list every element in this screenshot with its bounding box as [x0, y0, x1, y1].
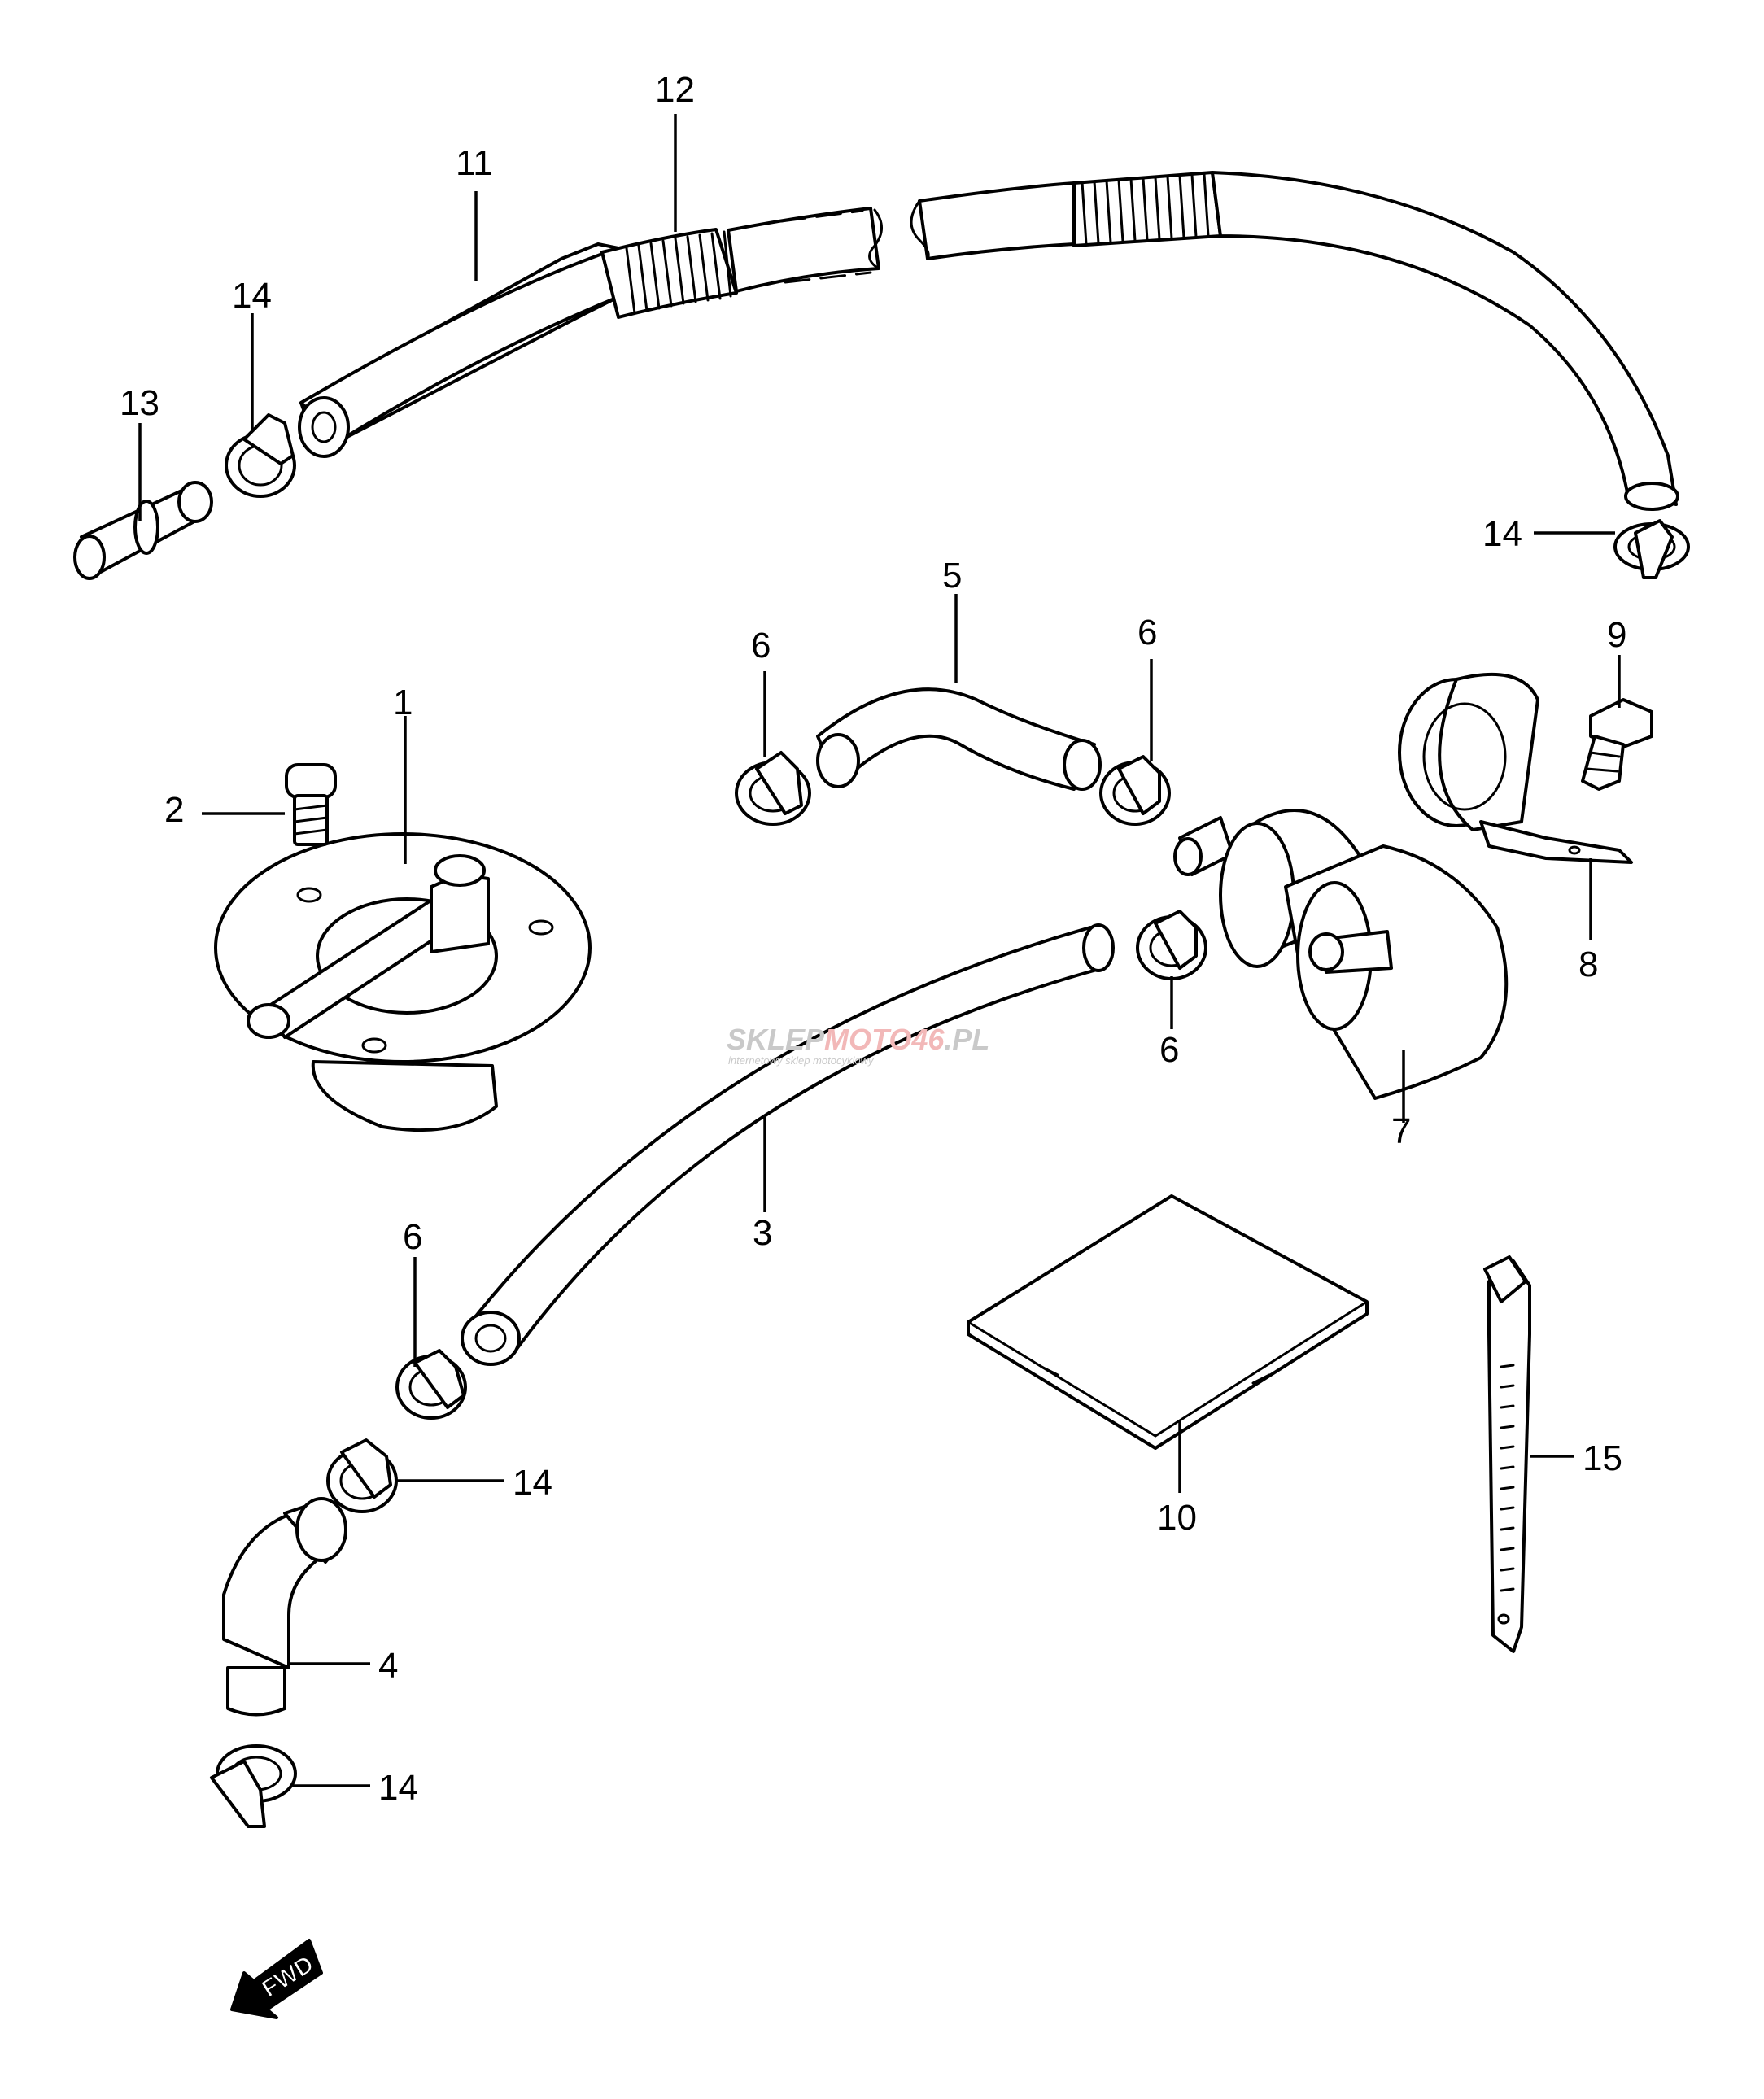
- elbow-hose-4: [222, 1497, 347, 1717]
- cable-tie-15: [1483, 1255, 1531, 1653]
- label-part-6-a: 6: [751, 626, 771, 665]
- hose-11-right: [910, 171, 1679, 511]
- hose-5: [816, 687, 1102, 791]
- clamp-14-bottom: [210, 1744, 297, 1828]
- label-part-1: 1: [393, 683, 413, 722]
- clamp-6-top-left: [735, 751, 811, 826]
- clamp-14-middle: [326, 1438, 398, 1513]
- label-part-2: 2: [164, 790, 184, 830]
- label-part-13: 13: [120, 383, 159, 423]
- bolt-2: [285, 763, 337, 846]
- label-part-14-a: 14: [232, 276, 272, 316]
- clamp-6-top-right: [1099, 755, 1171, 826]
- hose-3: [461, 923, 1115, 1366]
- bolt-9: [1581, 698, 1653, 791]
- label-part-6-b: 6: [1137, 613, 1157, 652]
- callout-labels: 1 2 3 4 5 6 6 6 6 7 8 9 10 11 12 13 14 1…: [120, 70, 1626, 1808]
- watermark-text: SKLEPMOTO46.PL: [727, 1023, 989, 1056]
- fitting-13: [73, 481, 213, 580]
- label-part-6-d: 6: [403, 1217, 422, 1257]
- clamp-14-top-right: [1613, 519, 1690, 579]
- label-part-4: 4: [378, 1646, 398, 1686]
- clamp-14-top-left: [225, 413, 296, 498]
- label-part-10: 10: [1157, 1498, 1197, 1538]
- label-part-15: 15: [1583, 1438, 1622, 1478]
- label-part-9: 9: [1607, 615, 1626, 655]
- label-part-14-d: 14: [378, 1768, 418, 1808]
- fwd-arrow-icon: FWD: [230, 1939, 323, 2019]
- label-part-8: 8: [1578, 945, 1598, 984]
- watermark-tagline: internetowy sklep motocyklowy: [728, 1054, 875, 1067]
- label-part-14-c: 14: [513, 1463, 552, 1503]
- watermark: SKLEPMOTO46.PL internetowy sklep motocyk…: [727, 1023, 989, 1067]
- corrugated-section-12: [600, 207, 883, 319]
- label-part-12: 12: [655, 70, 695, 110]
- label-part-7: 7: [1391, 1111, 1411, 1151]
- pad-10: [967, 1194, 1369, 1450]
- label-part-3: 3: [753, 1213, 772, 1253]
- clamp-6-bottom: [395, 1349, 467, 1420]
- label-part-6-c: 6: [1159, 1030, 1179, 1070]
- fuel-cock-1: [214, 832, 592, 1132]
- hose-11: [298, 242, 620, 458]
- label-part-5: 5: [942, 556, 962, 596]
- clamp-6-middle: [1136, 910, 1207, 980]
- bracket-8: [1398, 672, 1633, 864]
- label-part-11: 11: [456, 143, 493, 183]
- leader-lines: [138, 114, 1621, 1787]
- fuel-filter-7: [1173, 809, 1509, 1100]
- label-part-14-b: 14: [1482, 514, 1522, 554]
